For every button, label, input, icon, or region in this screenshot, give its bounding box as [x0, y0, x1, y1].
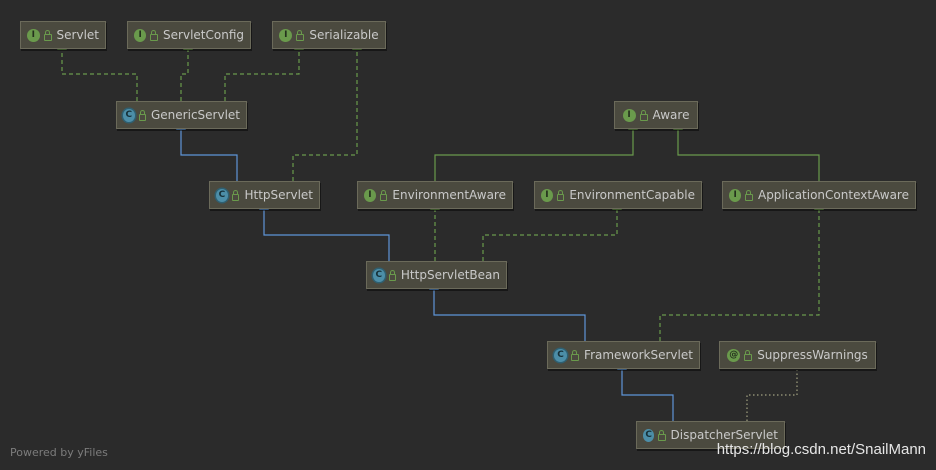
lock-icon [744, 349, 753, 361]
framework-servlet-node[interactable]: C FrameworkServlet [547, 341, 700, 369]
lock-icon [571, 349, 580, 361]
node-label: FrameworkServlet [584, 348, 693, 362]
serializable-node[interactable]: I Serializable [272, 21, 386, 49]
lock-icon [639, 109, 648, 121]
edge-httpservletbean-httpservlet [259, 201, 390, 261]
lock-icon [388, 269, 396, 281]
edge-environmentaware-aware [434, 121, 638, 181]
powered-by-label: Powered by yFiles [10, 446, 108, 459]
node-label: HttpServletBean [400, 268, 500, 282]
node-label: EnvironmentCapable [569, 188, 695, 202]
interface-icon: I [729, 188, 742, 202]
edge-httpservletbean-environmentcapable [482, 201, 622, 261]
interface-icon: I [27, 28, 40, 42]
lock-icon [296, 29, 305, 41]
abstract-class-icon: C [216, 188, 228, 202]
interface-icon: I [364, 188, 376, 202]
node-label: GenericServlet [151, 108, 240, 122]
lock-icon [745, 189, 753, 201]
environment-aware-node[interactable]: I EnvironmentAware [357, 181, 513, 209]
http-servlet-node[interactable]: C HttpServlet [209, 181, 320, 209]
interface-icon: I [134, 28, 147, 42]
node-label: Servlet [56, 28, 99, 42]
suppress-warnings-node[interactable]: @ SuppressWarnings [719, 341, 876, 369]
edge-frameworkservlet-httpservletbean [429, 281, 586, 341]
edge-genericservlet-servlet [57, 41, 138, 101]
abstract-class-icon: C [554, 348, 568, 362]
servlet-config-node[interactable]: I ServletConfig [127, 21, 251, 49]
lock-icon [43, 29, 52, 41]
aware-node[interactable]: I Aware [614, 101, 698, 129]
lock-icon [658, 429, 666, 441]
abstract-class-icon: C [123, 108, 135, 122]
edge-httpservlet-genericservlet [176, 121, 238, 181]
servlet-node[interactable]: I Servlet [20, 21, 106, 49]
lock-icon [231, 189, 240, 201]
edge-applicationcontextaware-aware [673, 121, 820, 181]
edge-frameworkservlet-applicationcontextaware [659, 201, 824, 341]
lock-icon [379, 189, 388, 201]
node-label: SuppressWarnings [757, 348, 868, 362]
abstract-class-icon: C [373, 268, 385, 282]
edge-genericservlet-serializable [224, 41, 304, 101]
interface-icon: I [279, 28, 293, 42]
annotation-icon: @ [727, 348, 741, 362]
node-label: DispatcherServlet [670, 428, 778, 442]
class-icon: C [643, 428, 655, 442]
watermark-text: https://blog.csdn.net/SnailMann [716, 441, 926, 458]
dispatcher-servlet-node[interactable]: C DispatcherServlet [636, 421, 785, 449]
node-label: Serializable [309, 28, 379, 42]
generic-servlet-node[interactable]: C GenericServlet [116, 101, 247, 129]
http-servlet-bean-node[interactable]: C HttpServletBean [366, 261, 507, 289]
node-label: HttpServlet [244, 188, 313, 202]
lock-icon [138, 109, 146, 121]
lock-icon [150, 29, 159, 41]
node-label: ServletConfig [163, 28, 244, 42]
interface-icon: I [541, 188, 553, 202]
edge-httpservlet-serializable [292, 41, 362, 181]
edge-dispatcherservlet-frameworkservlet [617, 361, 674, 421]
node-label: ApplicationContextAware [757, 188, 909, 202]
environment-capable-node[interactable]: I EnvironmentCapable [534, 181, 702, 209]
node-label: EnvironmentAware [392, 188, 506, 202]
edge-dispatcherservlet-suppresswarnings [746, 370, 798, 421]
application-context-aware-node[interactable]: I ApplicationContextAware [722, 181, 916, 209]
interface-icon: I [622, 108, 636, 122]
edge-genericservlet-servletconfig [180, 41, 193, 101]
lock-icon [556, 189, 565, 201]
node-label: Aware [652, 108, 690, 122]
